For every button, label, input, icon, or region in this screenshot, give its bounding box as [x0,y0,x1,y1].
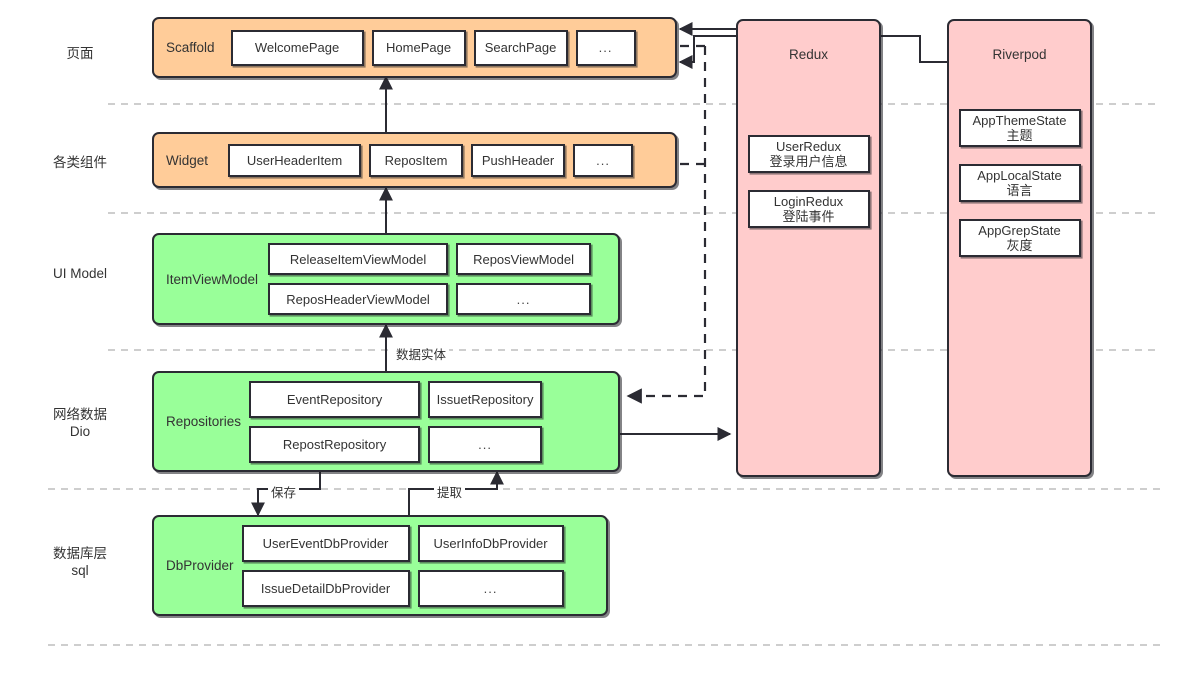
item-event-repository[interactable]: EventRepository [249,380,421,418]
item-app-grep-state-name: AppGrepState [978,223,1061,238]
group-repositories[interactable]: Repositories EventRepository IssuetRepos… [152,371,620,472]
item-user-event-db-provider[interactable]: UserEventDbProvider [241,524,410,562]
item-issuet-repository[interactable]: IssuetRepository [428,380,543,418]
group-repositories-title: Repositories [166,414,242,429]
item-user-redux-name: UserRedux [775,139,842,154]
item-app-theme-state-desc: 主题 [1006,128,1033,143]
group-scaffold-title: Scaffold [166,40,215,55]
group-widget[interactable]: Widget UserHeaderItem ReposItem PushHead… [152,132,677,188]
item-user-redux[interactable]: UserRedux 登录用户信息 [747,135,870,173]
item-app-grep-state-desc: 灰度 [1006,238,1033,253]
item-repos-view-model[interactable]: ReposViewModel [456,243,592,275]
item-release-item-view-model[interactable]: ReleaseItemViewModel [268,243,449,275]
item-app-theme-state-name: AppThemeState [972,113,1067,128]
group-redux[interactable]: Redux UserRedux 登录用户信息 LoginRedux 登陆事件 [736,19,881,477]
layer-label-ui-model: UI Model [52,266,108,281]
group-scaffold-items: WelcomePage HomePage SearchPage ... [230,29,636,66]
item-repos-item[interactable]: ReposItem [369,143,464,177]
group-riverpod[interactable]: Riverpod AppThemeState 主题 AppLocalState … [947,19,1092,477]
group-repositories-items: EventRepository IssuetRepository RepostR… [249,380,594,463]
group-db-provider-title: DbProvider [166,558,234,573]
group-widget-title: Widget [166,152,209,168]
edge-dashed-bus-to-repositories [626,46,707,404]
group-item-view-model[interactable]: ItemViewModel ReleaseItemViewModel Repos… [152,233,620,325]
edge-label-save: 保存 [268,482,300,501]
item-user-redux-desc: 登录用户信息 [769,154,848,169]
item-widget-more[interactable]: ... [573,143,634,177]
item-login-redux[interactable]: LoginRedux 登陆事件 [747,190,870,228]
layer-label-pages: 页面 [66,46,94,61]
group-riverpod-title: Riverpod [992,47,1047,62]
item-app-theme-state[interactable]: AppThemeState 主题 [958,109,1081,147]
item-scaffold-more[interactable]: ... [575,29,636,66]
layer-label-database: 数据库层 sql [53,546,107,578]
item-user-info-db-provider[interactable]: UserInfoDbProvider [417,524,564,562]
group-redux-title: Redux [788,47,829,62]
edge-label-fetch: 提取 [434,482,466,501]
item-view-model-more[interactable]: ... [456,283,592,315]
item-login-redux-desc: 登陆事件 [782,209,835,224]
item-app-local-state-name: AppLocalState [977,168,1062,183]
item-push-header[interactable]: PushHeader [471,143,566,177]
item-home-page[interactable]: HomePage [371,29,466,66]
item-app-grep-state[interactable]: AppGrepState 灰度 [958,219,1081,257]
item-db-provider-more[interactable]: ... [417,569,564,607]
item-app-local-state-desc: 语言 [1006,183,1033,198]
group-db-provider[interactable]: DbProvider UserEventDbProvider UserInfoD… [152,515,608,616]
item-welcome-page[interactable]: WelcomePage [230,29,364,66]
group-widget-items: UserHeaderItem ReposItem PushHeader ... [228,143,634,177]
group-item-view-model-title: ItemViewModel [166,271,259,287]
layer-label-network: 网络数据 Dio [53,407,107,439]
group-scaffold[interactable]: Scaffold WelcomePage HomePage SearchPage… [152,17,677,78]
item-login-redux-name: LoginRedux [773,194,844,209]
item-issue-detail-db-provider[interactable]: IssueDetailDbProvider [241,569,410,607]
item-search-page[interactable]: SearchPage [473,29,568,66]
item-repositories-more[interactable]: ... [428,425,543,463]
group-item-view-model-items: ReleaseItemViewModel ReposViewModel Repo… [268,243,616,315]
item-repost-repository[interactable]: RepostRepository [249,425,421,463]
item-user-header-item[interactable]: UserHeaderItem [228,143,362,177]
layer-label-widgets: 各类组件 [53,155,107,170]
group-db-provider-items: UserEventDbProvider UserInfoDbProvider I… [241,524,572,607]
item-app-local-state[interactable]: AppLocalState 语言 [958,164,1081,202]
edge-label-data-entity: 数据实体 [393,344,450,363]
item-repos-header-view-model[interactable]: ReposHeaderViewModel [268,283,449,315]
